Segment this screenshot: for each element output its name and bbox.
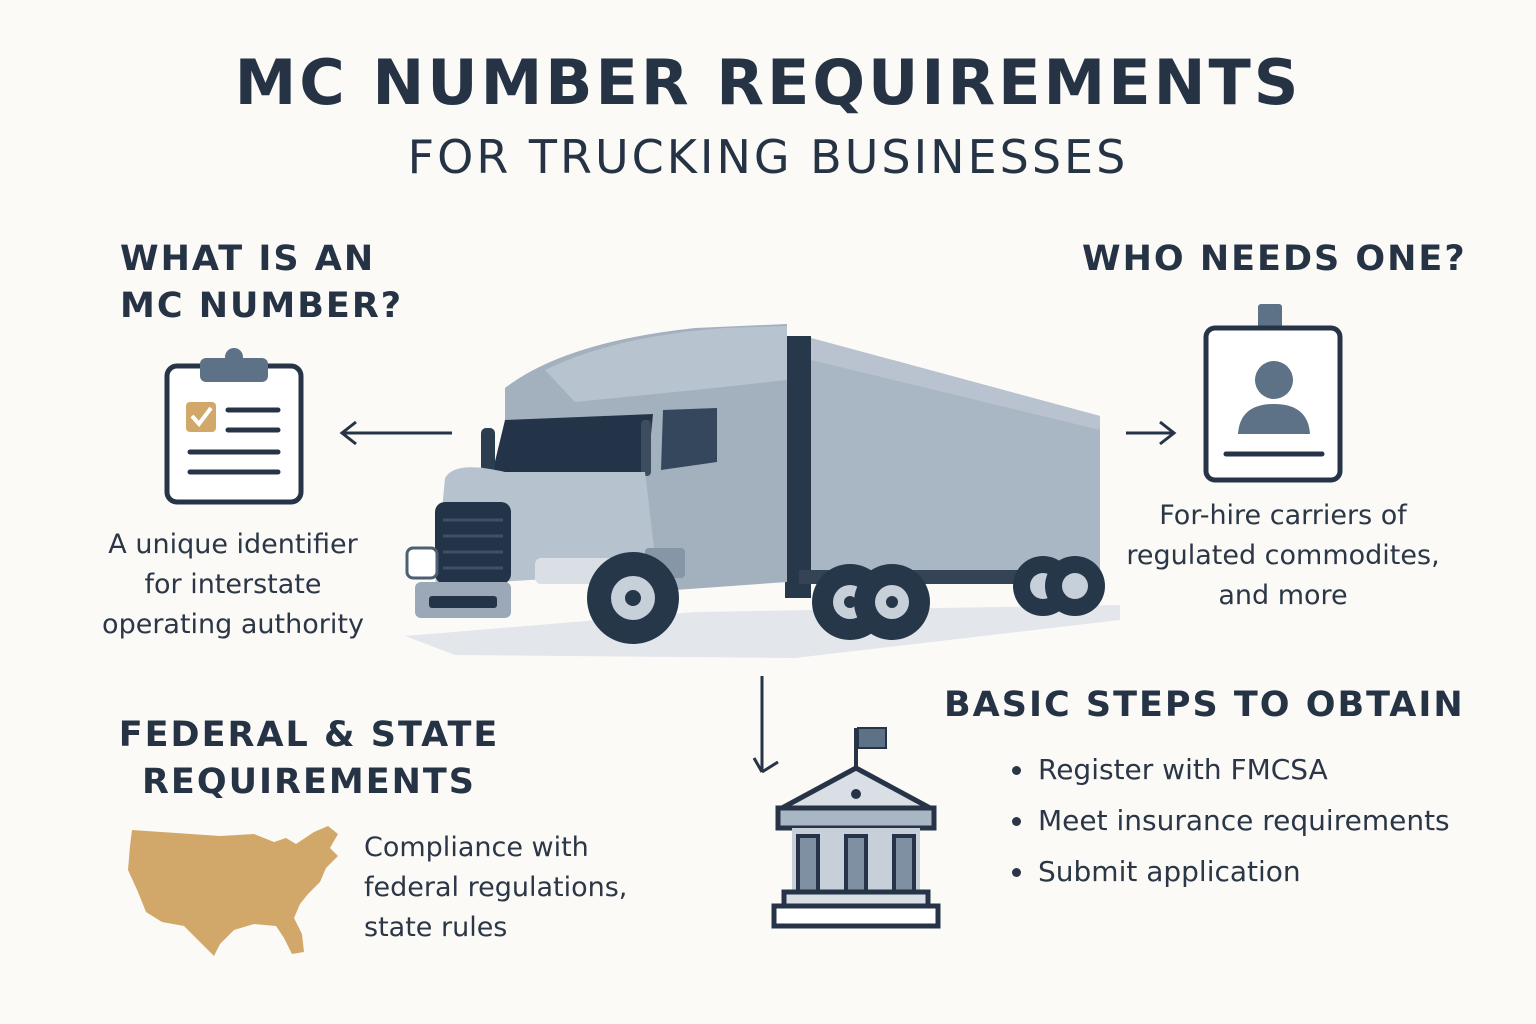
page-title: MC NUMBER REQUIREMENTS <box>234 46 1302 119</box>
step-insurance: Meet insurance requirements <box>1008 795 1450 846</box>
what-is-line-3: operating authority <box>102 609 364 640</box>
federal-state-line-3: state rules <box>364 912 508 943</box>
step-register: Register with FMCSA <box>1008 744 1450 795</box>
step-submit: Submit application <box>1008 846 1450 897</box>
federal-state-heading-line2: REQUIREMENTS <box>141 762 477 802</box>
federal-state-line-1: Compliance with <box>364 832 589 863</box>
semi-truck-icon <box>405 324 1120 658</box>
what-is-heading-line2: MC NUMBER? <box>120 286 404 326</box>
federal-state-heading-line1: FEDERAL & STATE <box>118 715 500 755</box>
what-is-line-1: A unique identifier <box>108 529 358 560</box>
what-is-line-2: for interstate <box>144 569 322 600</box>
id-badge-icon <box>1203 304 1343 483</box>
government-building-icon <box>771 727 941 929</box>
steps-list: Register with FMCSA Meet insurance requi… <box>1008 744 1450 897</box>
us-map-icon <box>128 826 338 956</box>
what-is-description: A unique identifier for interstate opera… <box>80 525 386 645</box>
clipboard-checklist-icon <box>164 348 304 505</box>
federal-state-description: Compliance with federal regulations, sta… <box>364 828 627 948</box>
right-arrow-icon <box>1126 420 1177 446</box>
who-needs-heading: WHO NEEDS ONE? <box>1082 239 1467 279</box>
what-is-heading-line1: WHAT IS AN <box>120 239 376 279</box>
what-is-heading: WHAT IS AN MC NUMBER? <box>120 236 403 330</box>
page-subtitle: FOR TRUCKING BUSINESSES <box>407 130 1129 184</box>
who-needs-line-2: regulated commodites, <box>1126 540 1440 571</box>
who-needs-line-3: and more <box>1218 580 1348 611</box>
who-needs-description: For-hire carriers of regulated commodite… <box>1110 496 1456 616</box>
left-arrow-icon <box>339 420 452 446</box>
who-needs-line-1: For-hire carriers of <box>1159 500 1407 531</box>
federal-state-line-2: federal regulations, <box>364 872 628 903</box>
down-arrow-icon <box>752 676 779 774</box>
federal-state-heading: FEDERAL & STATE REQUIREMENTS <box>118 712 500 806</box>
basic-steps-heading: BASIC STEPS TO OBTAIN <box>944 685 1465 725</box>
